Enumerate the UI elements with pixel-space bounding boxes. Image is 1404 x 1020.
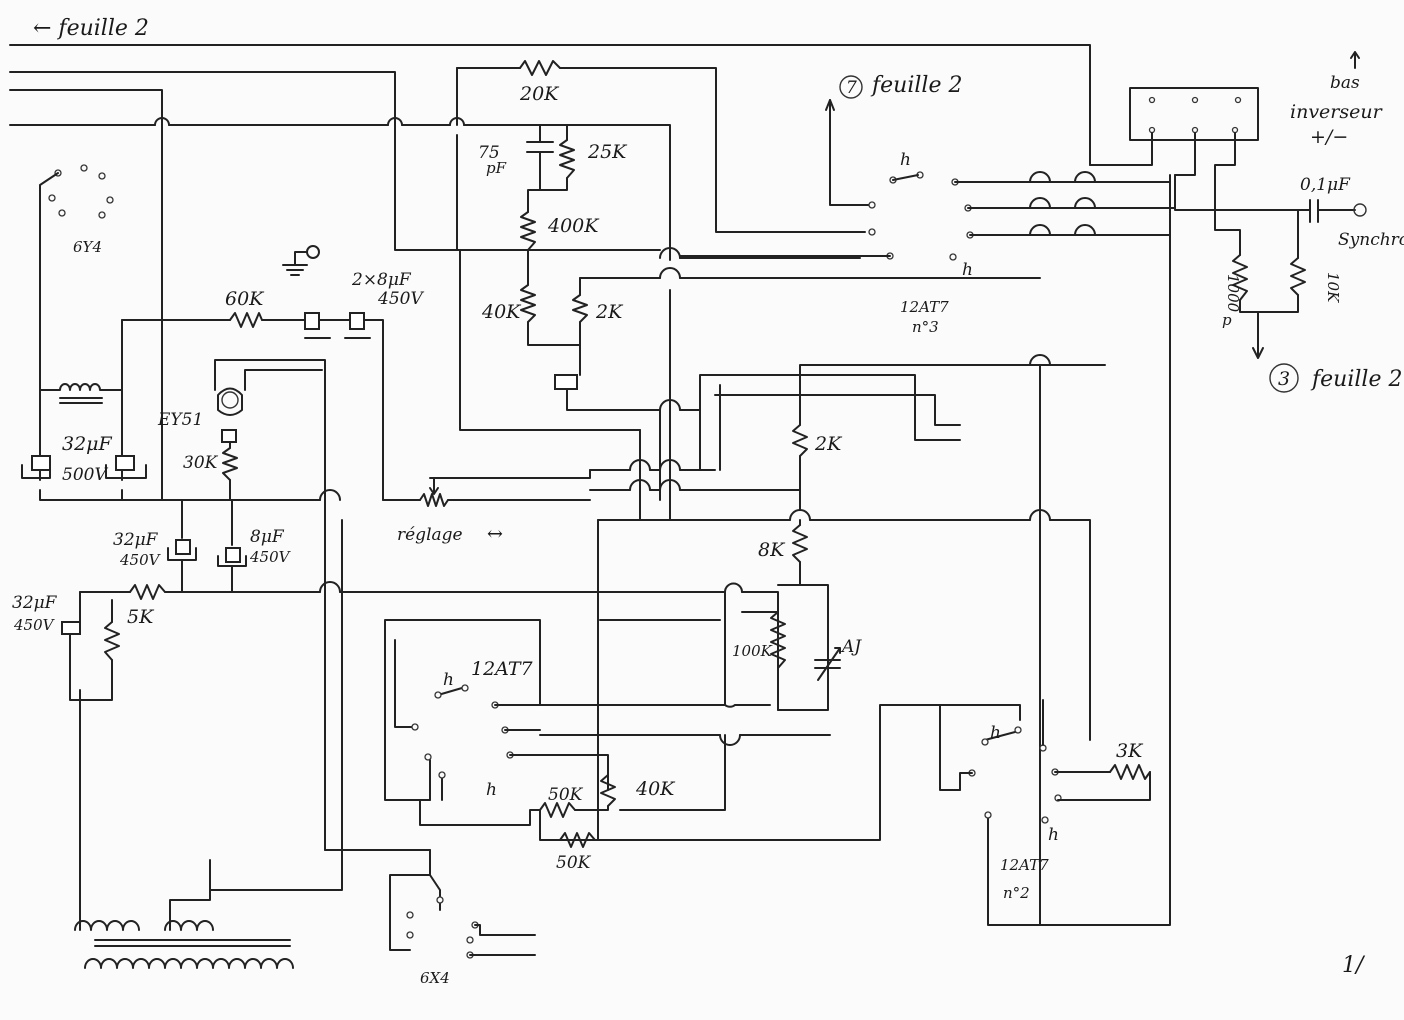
label-5k: 5K bbox=[127, 606, 155, 628]
transformer bbox=[74, 499, 431, 969]
ref-3-num: 3 bbox=[1278, 368, 1290, 390]
crossover-bridges bbox=[154, 117, 1096, 746]
top-wiring bbox=[9, 44, 1091, 521]
cap-32uf-c: 32μF 450V bbox=[12, 591, 120, 701]
resistor-8k: 8K bbox=[758, 539, 786, 561]
label-h-n3-top: h bbox=[900, 150, 911, 170]
tube-12at7-n3: 12AT7 n°3 h h bbox=[679, 99, 1176, 336]
label-1000: 1000 bbox=[1224, 274, 1242, 313]
label-8uf-v: 450V bbox=[249, 548, 292, 566]
tube-12at7-n2: 12AT7 n°2 h h 3K bbox=[879, 699, 1151, 902]
label-6x4: 6X4 bbox=[420, 969, 450, 987]
label-10k: 10K bbox=[1324, 272, 1342, 303]
label-2x8uf: 2×8μF bbox=[351, 270, 412, 290]
potentiometer-reglage: réglage ↔ bbox=[382, 469, 591, 545]
resistor-5k: 5K bbox=[79, 584, 601, 628]
label-60k: 60K bbox=[225, 288, 265, 310]
cap-electrolytic-top bbox=[554, 374, 578, 390]
label-75: 75 bbox=[478, 143, 500, 163]
label-25k: 25K bbox=[587, 141, 628, 163]
cap-0-1uf-synchro: 0,1μF Synchro bbox=[1300, 175, 1404, 250]
label-h-left-bot: h bbox=[486, 780, 497, 800]
label-30k: 30K bbox=[183, 453, 219, 473]
label-8uf: 8μF bbox=[250, 527, 285, 547]
ref-7-text: feuille 2 bbox=[870, 73, 962, 98]
label-12at7-n3: 12AT7 bbox=[900, 298, 949, 316]
label-h-left-top: h bbox=[443, 670, 454, 690]
label-6y4: 6Y4 bbox=[73, 238, 102, 256]
tube-6y4-socket: 6Y4 bbox=[39, 164, 114, 481]
resistor-25k: 25K bbox=[559, 139, 628, 179]
ref-3-text: feuille 2 bbox=[1310, 367, 1402, 392]
label-2k-mid: 2K bbox=[814, 433, 843, 455]
label-100k: 100K bbox=[732, 642, 773, 660]
label-inverseur-sign: +/− bbox=[1310, 126, 1348, 148]
cap-2x8uf: 2×8μF 450V bbox=[304, 270, 424, 501]
label-500v: 500V bbox=[62, 465, 108, 485]
resistor-1000-10k: 1000 p 10K bbox=[1222, 209, 1342, 359]
label-12at7-left: 12AT7 bbox=[471, 658, 534, 680]
label-12at7-n2: 12AT7 bbox=[1000, 856, 1049, 874]
label-bas: bas bbox=[1330, 73, 1360, 93]
label-1000-p: p bbox=[1222, 311, 1232, 329]
ref-3-feuille-2: 3 feuille 2 bbox=[1269, 363, 1402, 393]
resistor-100k-aj: 100K AJ bbox=[732, 611, 862, 681]
label-32uf-c-v: 450V bbox=[13, 616, 56, 634]
resistor-2k-top: 2K bbox=[572, 294, 624, 323]
label-2x8uf-v: 450V bbox=[377, 289, 424, 309]
label-reglage: réglage bbox=[397, 525, 463, 545]
choke-coil bbox=[39, 319, 123, 481]
ground-symbol bbox=[282, 245, 320, 276]
label-40k-bot: 40K bbox=[635, 778, 676, 800]
resistor-2k-mid: 2K bbox=[814, 433, 843, 455]
label-2k-top: 2K bbox=[595, 301, 624, 323]
label-aj: AJ bbox=[840, 637, 862, 657]
tube-6x4: 6X4 bbox=[389, 849, 536, 987]
label-inverseur: inverseur bbox=[1290, 101, 1384, 123]
label-synchro: Synchro bbox=[1338, 230, 1404, 250]
corner-label: ← feuille 2 bbox=[33, 16, 149, 41]
label-12at7-n3-num: n°3 bbox=[912, 318, 939, 336]
label-8k: 8K bbox=[758, 539, 786, 561]
capacitor-75pf: 75 pF bbox=[478, 141, 554, 177]
ref-7-feuille-2: 7 feuille 2 bbox=[839, 73, 962, 99]
resistor-400k: 400K bbox=[520, 211, 600, 251]
label-50k-a: 50K bbox=[548, 785, 584, 805]
label-32uf-b-v: 450V bbox=[119, 551, 162, 569]
center-wiring bbox=[539, 174, 1171, 926]
label-20k: 20K bbox=[519, 83, 560, 105]
resistor-40k-top: 40K bbox=[481, 284, 536, 323]
page-number: 1/ bbox=[1342, 953, 1366, 978]
resistor-20k: 20K bbox=[519, 60, 561, 105]
inverseur-switch: bas inverseur +/− bbox=[1089, 51, 1384, 256]
label-0-1uf: 0,1μF bbox=[1300, 175, 1351, 195]
tube-12at7-left: 12AT7 h h 50K 40K 50K bbox=[384, 619, 881, 873]
label-12at7-n2-num: n°2 bbox=[1003, 884, 1030, 902]
corner-ref: ← feuille 2 bbox=[33, 16, 149, 41]
label-400k: 400K bbox=[547, 215, 600, 237]
label-40k-top: 40K bbox=[481, 301, 522, 323]
label-h-n3-bot: h bbox=[962, 260, 973, 280]
label-50k-b: 50K bbox=[556, 853, 592, 873]
label-h-n2-top: h bbox=[990, 723, 1001, 743]
label-3k: 3K bbox=[1116, 740, 1144, 762]
label-h-n2-bot: h bbox=[1048, 825, 1059, 845]
cap-32uf-8uf: 32μF 450V 8μF 450V bbox=[113, 499, 292, 593]
resistor-60k: 60K bbox=[121, 288, 306, 328]
label-reglage-arrows: ↔ bbox=[487, 523, 503, 545]
label-ey51: EY51 bbox=[157, 410, 203, 430]
cap-32uf-500v: 32μF 500V bbox=[21, 433, 321, 501]
label-32uf-b: 32μF bbox=[113, 530, 159, 550]
tube-ey51: EY51 30K bbox=[157, 359, 326, 851]
label-32uf-c: 32μF bbox=[12, 593, 58, 613]
label-32uf-a: 32μF bbox=[62, 433, 113, 455]
ref-7-num: 7 bbox=[846, 78, 857, 98]
label-pf: pF bbox=[486, 159, 507, 177]
